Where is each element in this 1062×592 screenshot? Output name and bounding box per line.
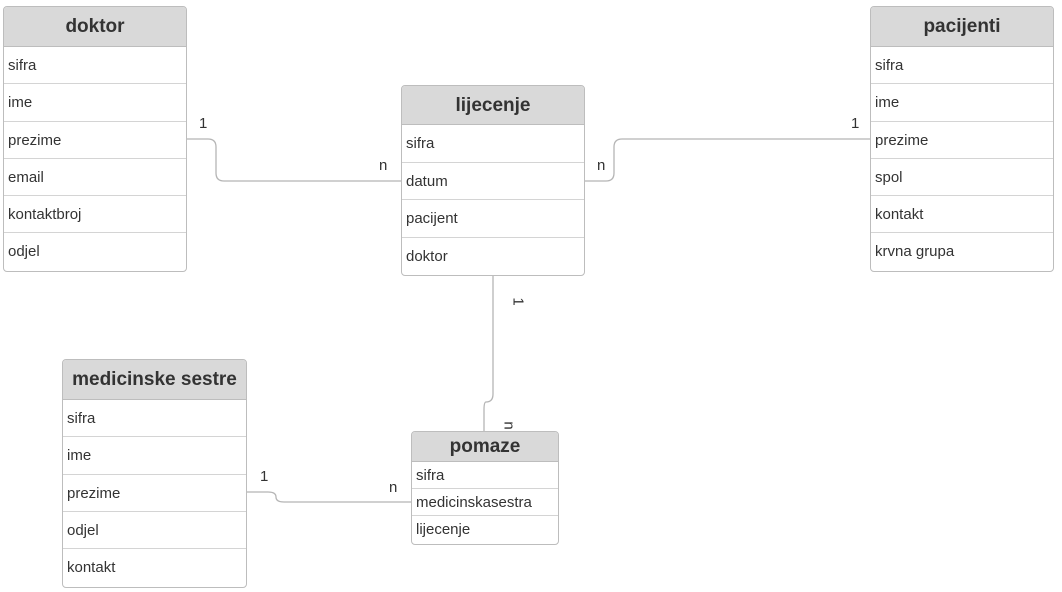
cardinality-label: 1 (199, 115, 208, 132)
connector-medicinske-sestre-pomaze (247, 491, 411, 503)
attribute-row: kontakt (871, 196, 1053, 234)
attribute-row: doktor (406, 247, 448, 265)
attribute-row: sifra (412, 462, 558, 489)
attribute-row: prezime (871, 122, 1053, 159)
attribute-row: ime (63, 437, 246, 475)
entity-title: pomaze (412, 432, 558, 462)
attribute-row: spol (871, 159, 1053, 197)
attribute-row: kontaktbroj (4, 196, 186, 234)
attribute-row: ime (4, 84, 186, 122)
attribute-row: email (4, 159, 186, 197)
entity-lijecenje[interactable]: lijecenje sifra datum pacijent doktor (401, 85, 585, 276)
attribute-row: datum (402, 163, 584, 200)
cardinality-label: n (597, 157, 606, 174)
entity-title: pacijenti (871, 7, 1053, 47)
attribute-row: pacijent (402, 200, 584, 238)
attribute-row: ime (871, 84, 1053, 122)
entity-title: doktor (4, 7, 186, 47)
attribute-row: sifra (63, 400, 246, 438)
cardinality-label: 1 (851, 115, 860, 132)
attribute-row: prezime (4, 122, 186, 159)
cardinality-label: n (389, 479, 398, 496)
attribute-row: odjel (8, 243, 40, 261)
entity-title: medicinske sestre (63, 360, 246, 400)
connector-doktor-lijecenje (187, 138, 401, 182)
attribute-row: sifra (402, 125, 584, 163)
entity-medicinske-sestre[interactable]: medicinske sestre sifra ime prezime odje… (62, 359, 247, 588)
attribute-row: sifra (871, 47, 1053, 85)
attribute-row: krvna grupa (875, 243, 955, 261)
entity-title: lijecenje (402, 86, 584, 125)
cardinality-label: n (500, 421, 518, 430)
attribute-row: prezime (63, 475, 246, 512)
attribute-row: odjel (63, 512, 246, 550)
cardinality-label: n (379, 157, 388, 174)
attribute-row: kontakt (67, 559, 116, 577)
entity-pacijenti[interactable]: pacijenti sifra ime prezime spol kontakt… (870, 6, 1054, 272)
connector-lijecenje-pomaze (483, 276, 494, 431)
attribute-row: lijecenje (416, 521, 471, 538)
connector-pacijenti-lijecenje (585, 138, 870, 182)
attribute-row: sifra (4, 47, 186, 85)
entity-doktor[interactable]: doktor sifra ime prezime email kontaktbr… (3, 6, 187, 272)
attribute-row: medicinskasestra (412, 489, 558, 516)
entity-pomaze[interactable]: pomaze sifra medicinskasestra lijecenje (411, 431, 559, 545)
cardinality-label: 1 (260, 468, 269, 485)
cardinality-label: 1 (509, 297, 527, 306)
